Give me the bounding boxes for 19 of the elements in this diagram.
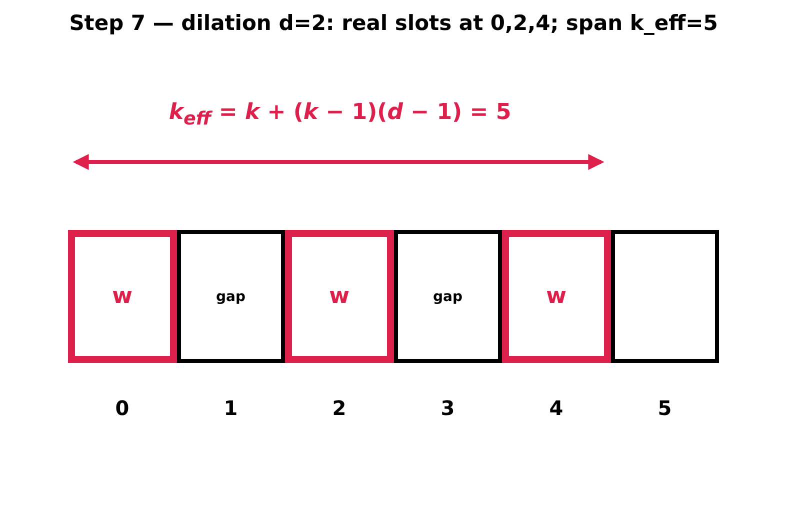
slot bbox=[610, 230, 719, 363]
gap-label: gap bbox=[216, 288, 246, 304]
index-number: 2 bbox=[331, 396, 348, 420]
slot bbox=[176, 230, 285, 363]
index-number: 5 bbox=[656, 396, 673, 420]
formula: k$_{eff}$ = k + (k − 1)(d − 1) = 5 bbox=[168, 100, 512, 130]
gap-label: gap bbox=[433, 288, 462, 304]
weight-slot bbox=[502, 230, 610, 363]
diagram-title: Step 7 — dilation d=2: real slots at 0,2,4; span k_eff=5 bbox=[68, 11, 719, 35]
weight-label: w bbox=[546, 284, 566, 309]
index-number: 0 bbox=[114, 396, 130, 420]
weight-slot bbox=[68, 230, 176, 363]
index-number: 3 bbox=[440, 396, 456, 420]
index-number: 1 bbox=[222, 396, 239, 420]
weight-label: w bbox=[112, 284, 132, 309]
index-number: 4 bbox=[548, 396, 564, 420]
slot bbox=[394, 230, 502, 363]
weight-slot bbox=[285, 230, 394, 363]
weight-label: w bbox=[329, 284, 350, 309]
